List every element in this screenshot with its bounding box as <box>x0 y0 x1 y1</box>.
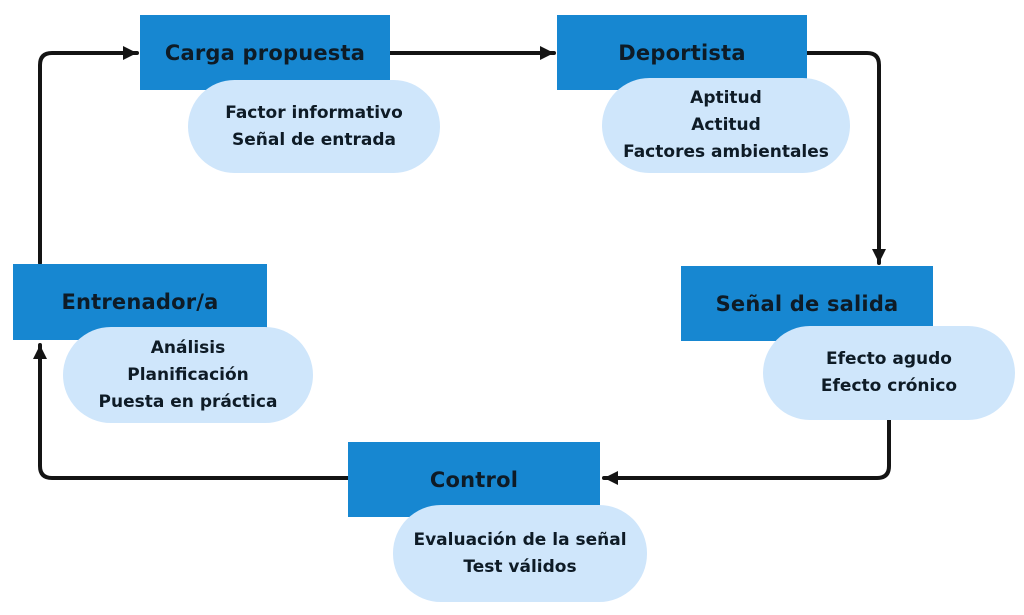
node-notes-control: Evaluación de la señal Test válidos <box>393 505 647 602</box>
node-box-control: Control <box>348 442 600 517</box>
note-line: Test válidos <box>463 556 577 577</box>
note-line: Factores ambientales <box>623 142 829 162</box>
arrow-entrenador-to-carga <box>38 46 139 265</box>
note-line: Evaluación de la señal <box>413 529 627 550</box>
node-notes-entrenador: Análisis Planificación Puesta en práctic… <box>63 327 313 423</box>
note-line: Análisis <box>150 337 226 358</box>
note-line: Puesta en práctica <box>98 391 278 412</box>
note-line: Efecto crónico <box>820 376 958 396</box>
node-box-carga-propuesta: Carga propuesta <box>140 15 390 90</box>
note-line: Planificación <box>127 364 249 385</box>
note-line: Factor informativo <box>225 102 403 123</box>
arrow-control-to-entrenador <box>33 343 350 480</box>
note-line: Efecto agudo <box>826 349 952 369</box>
node-notes-senal-de-salida: Efecto agudo Efecto crónico <box>763 326 1015 420</box>
node-box-deportista: Deportista <box>557 15 807 90</box>
node-notes-deportista: Aptitud Actitud Factores ambientales <box>602 78 850 173</box>
note-line: Señal de entrada <box>232 129 396 150</box>
arrow-deportista-to-senal <box>805 51 886 265</box>
note-line: Aptitud <box>690 88 762 108</box>
note-line: Actitud <box>691 115 761 135</box>
node-notes-carga-propuesta: Factor informativo Señal de entrada <box>188 80 440 173</box>
arrow-senal-to-control <box>602 414 891 485</box>
